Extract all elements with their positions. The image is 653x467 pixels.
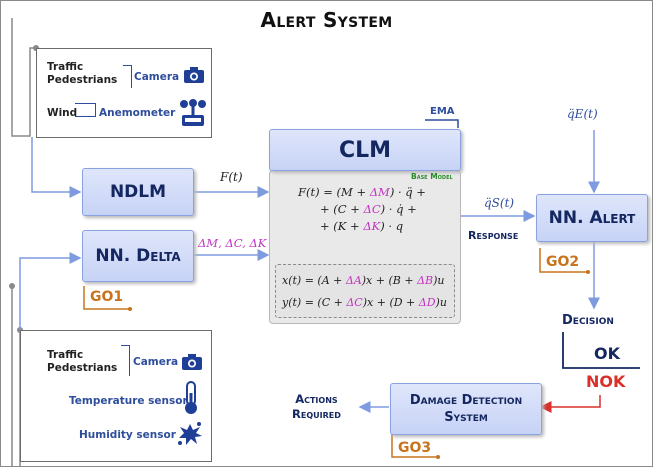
qs-label: q̈S(t) [484,196,515,210]
nn-delta-block: NN. Delta [82,230,194,282]
go1-label: GO1 [90,289,124,305]
arrow-nok-damage [539,395,601,413]
go1-bracket [83,286,130,310]
bottom-sensor-group: Traffic Pedestrians Camera Temperature s… [20,330,212,462]
temperature-label: Temperature sensor [69,395,188,407]
decision-label: Decision [562,313,614,328]
bracket [75,103,96,117]
camera-icon [181,353,203,375]
camera-icon [183,66,205,88]
bracket [123,65,132,88]
bottom-camera-inputs: Traffic Pedestrians [47,349,118,374]
bottom-camera-label: Camera [133,356,179,368]
state-space-box [275,264,455,318]
wind-input: Wind [47,107,78,119]
ndlm-block: NDLM [82,168,194,216]
arrow-to-ndlm [31,137,82,198]
wire-top-group [11,18,36,137]
nok-label: NOK [586,372,626,391]
top-sensor-group: Traffic Pedestrians Camera Wind Anemomet… [36,48,212,138]
damage-detection-block: Damage Detection System [390,383,542,435]
page-title: Alert System [260,8,393,32]
node-dot-bottom [9,283,15,289]
top-camera-inputs: Traffic Pedestrians [47,61,118,86]
ok-label: OK [594,344,620,363]
qe-label: q̈E(t) [567,107,598,121]
arrow-to-nn-delta [19,252,82,330]
equation-of-motion: F(t) = (M + ΔM) · q̈ + + (C + ΔC) · q̇ +… [298,185,426,233]
go3-label: GO3 [398,440,432,456]
base-model-label: Base Model [411,172,453,181]
deltas-label: ΔM, ΔC, ΔK [198,236,267,250]
thermometer-icon [183,381,199,419]
bracket [121,345,130,376]
humidity-splash-icon [177,421,203,451]
go2-label: GO2 [546,254,580,270]
state-space-equations: x(t) = (A + ΔA)x + (B + ΔB)u y(t) = (C +… [282,274,447,309]
actions-required-label: Actions Required [292,392,341,421]
ema-label: EMA [430,106,455,117]
anemometer-icon [179,99,207,133]
go3-bracket [391,434,438,458]
clm-block: CLM [269,129,461,171]
nn-alert-block: NN. Alert [536,194,648,242]
anemometer-label: Anemometer [99,107,176,119]
go2-bracket [539,248,588,273]
ft-label: F(t) [220,170,243,184]
response-label: Response [468,229,519,242]
humidity-label: Humidity sensor [79,429,176,441]
top-camera-label: Camera [134,71,180,83]
ema-bracket [425,119,459,128]
decision-bracket [562,332,640,369]
